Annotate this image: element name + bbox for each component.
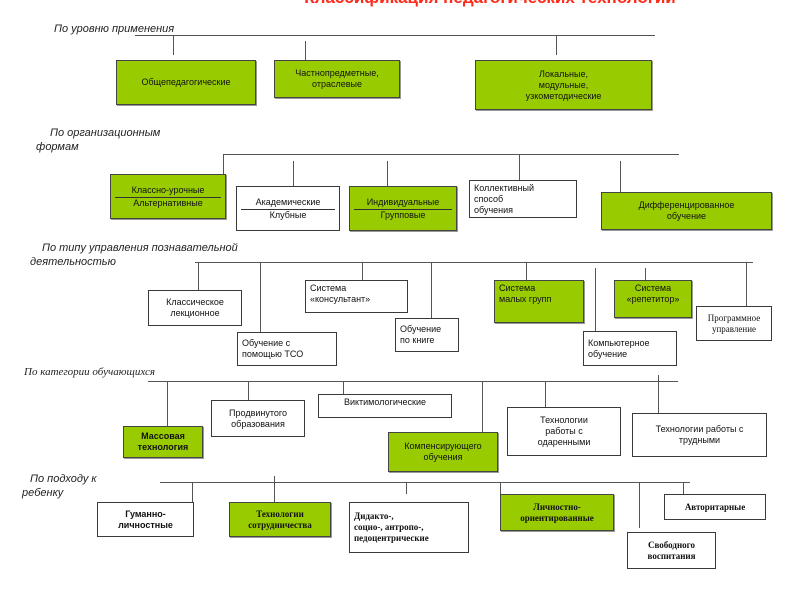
connector-line [148,381,678,382]
connector-line [500,482,501,494]
connector-line [223,154,224,174]
node-advanced-education: Продвинутого образования [211,400,305,437]
connector-line [305,41,306,61]
connector-line [198,262,199,290]
node-classic-lecture: Классическое лекционное [148,290,242,326]
node-free-upbringing: Свободного воспитания [627,532,716,569]
node-small-groups-system: Система малых групп [494,280,584,323]
node-humane-personal: Гуманно- личностные [97,502,194,537]
node-personality-oriented: Личностно- ориентированные [500,494,614,531]
connector-line [135,35,655,36]
connector-line [167,381,168,427]
connector-line [639,482,640,528]
connector-line [431,262,432,318]
connector-line [482,381,483,436]
node-academic: Академические [241,197,335,210]
node-general-pedagogical: Общепедагогические [116,60,256,105]
connector-line [173,35,174,55]
node-alternative: Альтернативные [133,197,203,208]
node-compensating-education: Компенсирующего обучения [388,432,498,472]
node-club: Клубные [269,209,307,220]
connector-line [645,268,646,280]
category-label-child-approach: По подходу к ребенку [22,473,97,499]
connector-line [406,482,407,494]
node-computer-learning: Компьютерное обучение [583,331,677,366]
node-programmed-control: Программное управление [696,306,772,341]
node-consultant-system: Система «консультант» [305,280,408,313]
node-class-lesson: Классно-урочные [115,185,221,198]
node-collective-learning: Коллективный способ обучения [469,180,577,218]
connector-line [274,476,275,502]
node-difficult-technologies: Технологии работы с трудными [632,413,767,457]
node-gifted-technologies: Технологии работы с одаренными [507,407,621,456]
connector-line [293,161,294,187]
connector-line [746,262,747,306]
node-subject-specific: Частнопредметные, отраслевые [274,60,400,98]
connector-line [519,154,520,180]
node-mass-technology: Массовая технология [123,426,203,458]
connector-line [620,161,621,193]
connector-line [545,381,546,407]
node-differentiated-learning: Дифференцированное обучение [601,192,772,230]
connector-line [160,482,690,483]
connector-line [362,262,363,280]
node-tso-learning: Обучение с помощью ТСО [237,332,337,366]
connector-line [556,35,557,55]
connector-line [248,381,249,401]
category-label-learner-category: По категории обучающихся [24,366,155,378]
node-cooperation-technologies: Технологии сотрудничества [229,502,331,537]
connector-line [195,262,753,263]
category-label-org-forms: По организационным формам [36,127,161,153]
node-centric-technologies: Дидакто-, социо-, антропо-, педоцентриче… [349,502,469,553]
connector-line [658,375,659,415]
connector-line [683,482,684,494]
connector-line [526,262,527,280]
node-group: Групповые [380,209,426,220]
connector-line [223,154,679,155]
connector-line [343,381,344,395]
category-label-management-type: По типу управления познавательной деятел… [30,242,238,268]
connector-line [260,262,261,334]
connector-line [595,268,596,332]
node-local-modular: Локальные, модульные, узкометодические [475,60,652,110]
node-victimological: Виктимологические [318,394,452,418]
node-book-learning: Обучение по книге [395,318,459,352]
diagram-title: Классификация педагогических технологий [300,0,680,8]
connector-line [387,161,388,187]
connector-line [192,482,193,520]
node-individual: Индивидуальные [354,197,452,210]
node-authoritarian: Авторитарные [664,494,766,520]
category-label-level: По уровню применения [54,23,175,35]
node-tutor-system: Система «репетитор» [614,280,692,318]
